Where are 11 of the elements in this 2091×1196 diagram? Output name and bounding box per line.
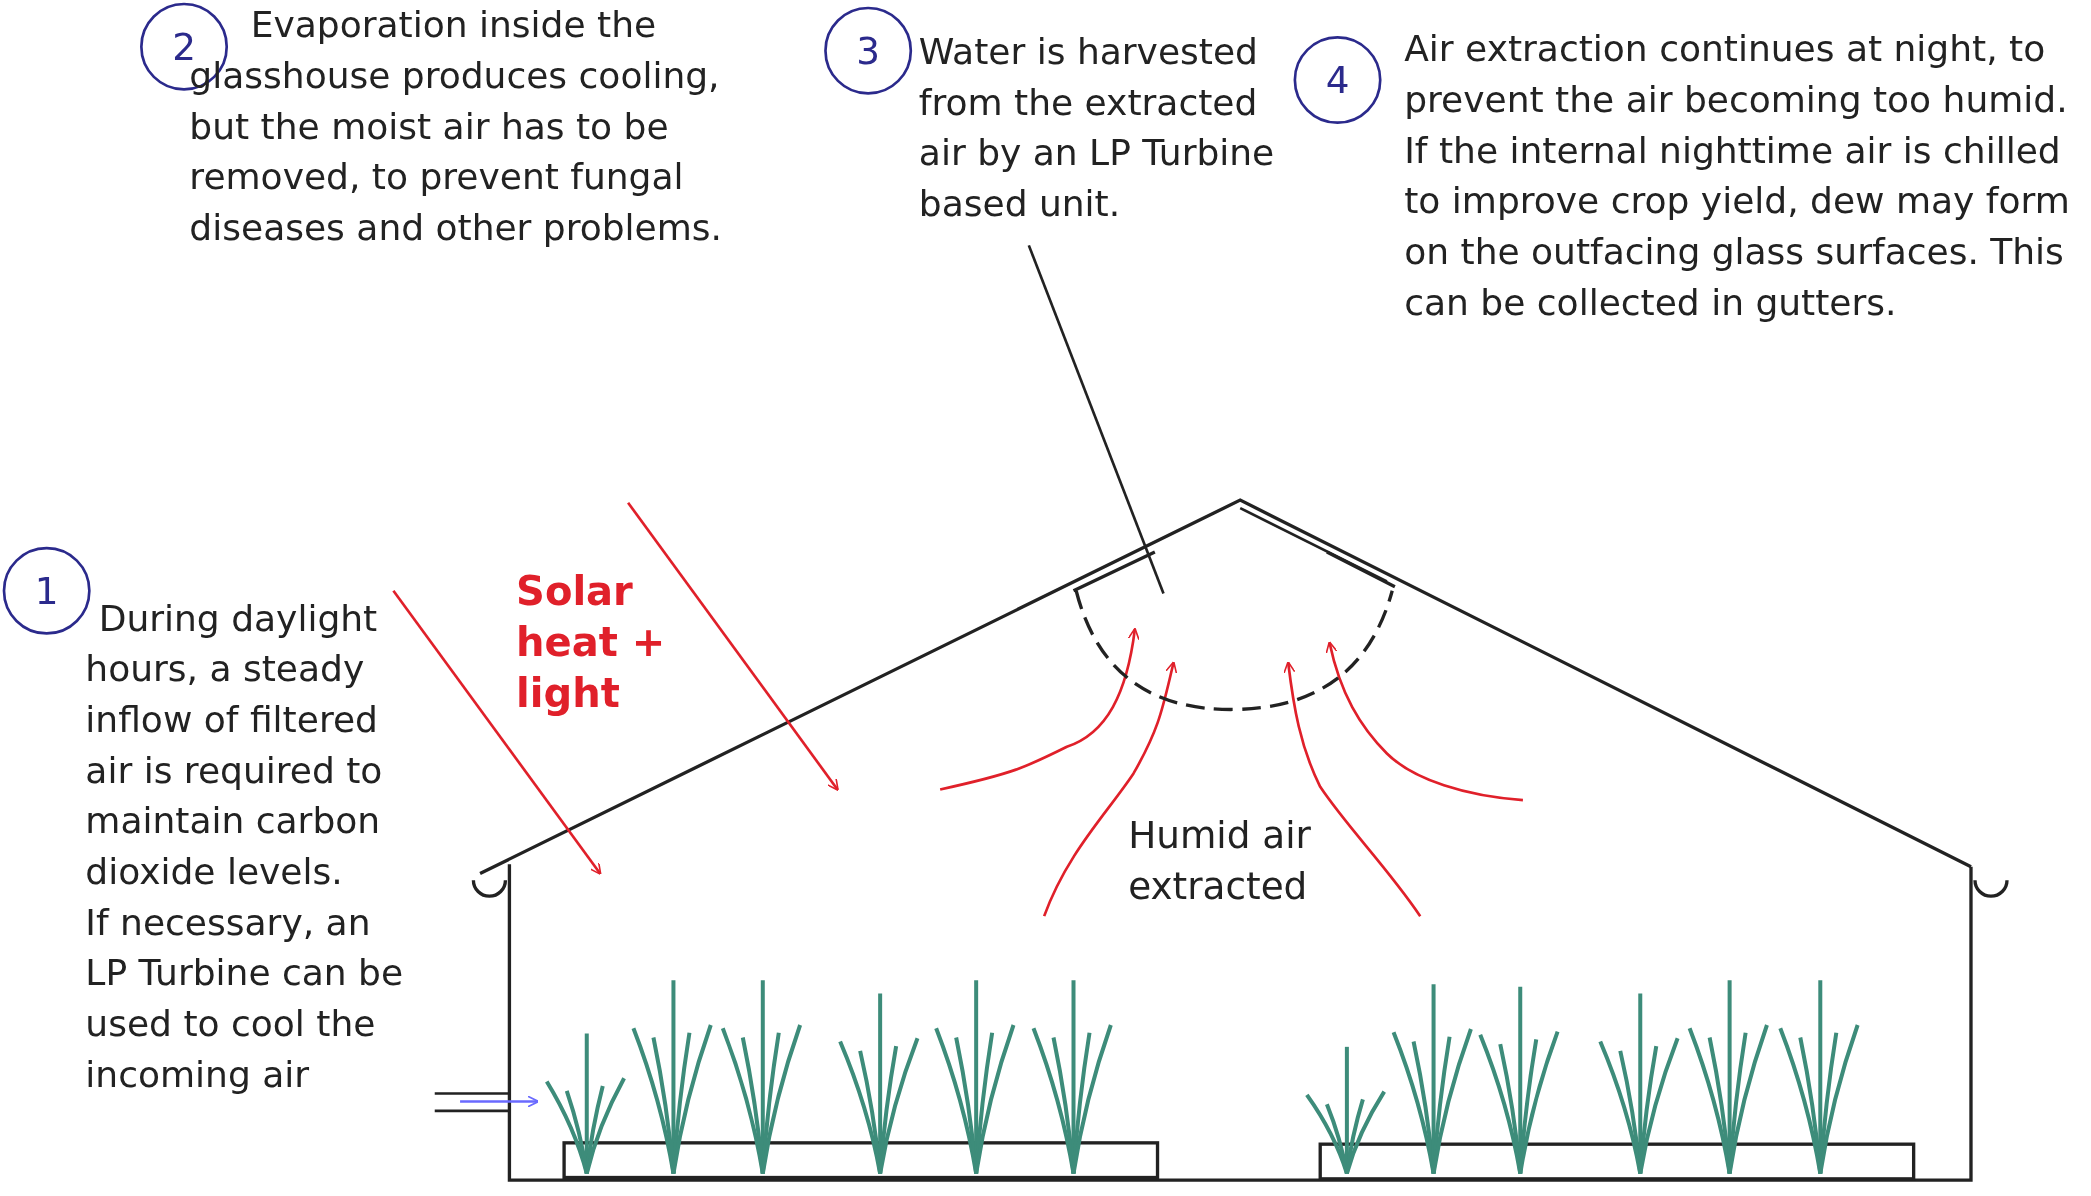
diagram-label: Solar heat + light [516,567,667,719]
callout-text: If necessary, an LP Turbine can be used to cool the incoming air [85,900,405,1097]
extraction-unit [1073,590,1395,711]
callout-text: Air extraction continues at night, to prevent the air becoming too humid. [1404,27,2069,122]
diagram-label: Humid air extracted [1128,812,1312,911]
callout-text: If the internal nighttime air is chilled to improve crop yield, dew may form on the outfacing glass surfaces. This can be collected in gutters. [1404,128,2071,325]
callout-number: 1 [2,546,91,635]
callout-number: 3 [824,6,913,95]
callout-number: 4 [1293,36,1382,124]
callout-text: Water is harvested from the extracted air by an LP Turbine based unit. [918,26,1286,230]
leader-line [1027,244,1165,594]
